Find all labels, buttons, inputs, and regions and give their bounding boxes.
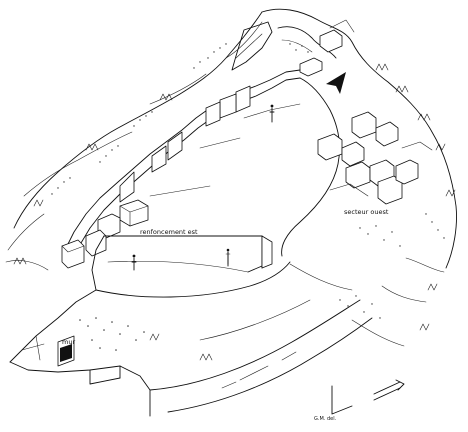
label-west-sector: secteur ouest <box>344 208 389 216</box>
figure-middle-head <box>226 248 230 252</box>
terrain-outline <box>5 8 457 347</box>
scale-bracket <box>331 385 353 415</box>
figure-upper-head <box>270 104 274 108</box>
label-east-recess: renfoncement est <box>140 228 198 236</box>
viewpoint-arrow-icon <box>326 72 346 94</box>
central-platform <box>91 235 291 298</box>
north-ridge-rocks <box>231 19 355 77</box>
stippled-rubble <box>51 43 445 351</box>
figure-lower-head <box>132 254 136 258</box>
figure-upper <box>269 107 275 123</box>
label-wall: mur <box>62 338 75 346</box>
access-path <box>149 263 373 413</box>
artist-signature: G.M. del. <box>314 416 337 422</box>
wall-block-black <box>60 344 72 362</box>
figure-lower <box>131 257 137 271</box>
scale-figures <box>131 104 275 271</box>
west-sector-structures <box>317 111 433 205</box>
vegetation <box>13 63 456 361</box>
main-trench <box>63 69 341 263</box>
east-recess-structures <box>61 199 149 269</box>
lower-left-excavation <box>9 289 151 417</box>
north-arrow-icon <box>373 379 405 401</box>
